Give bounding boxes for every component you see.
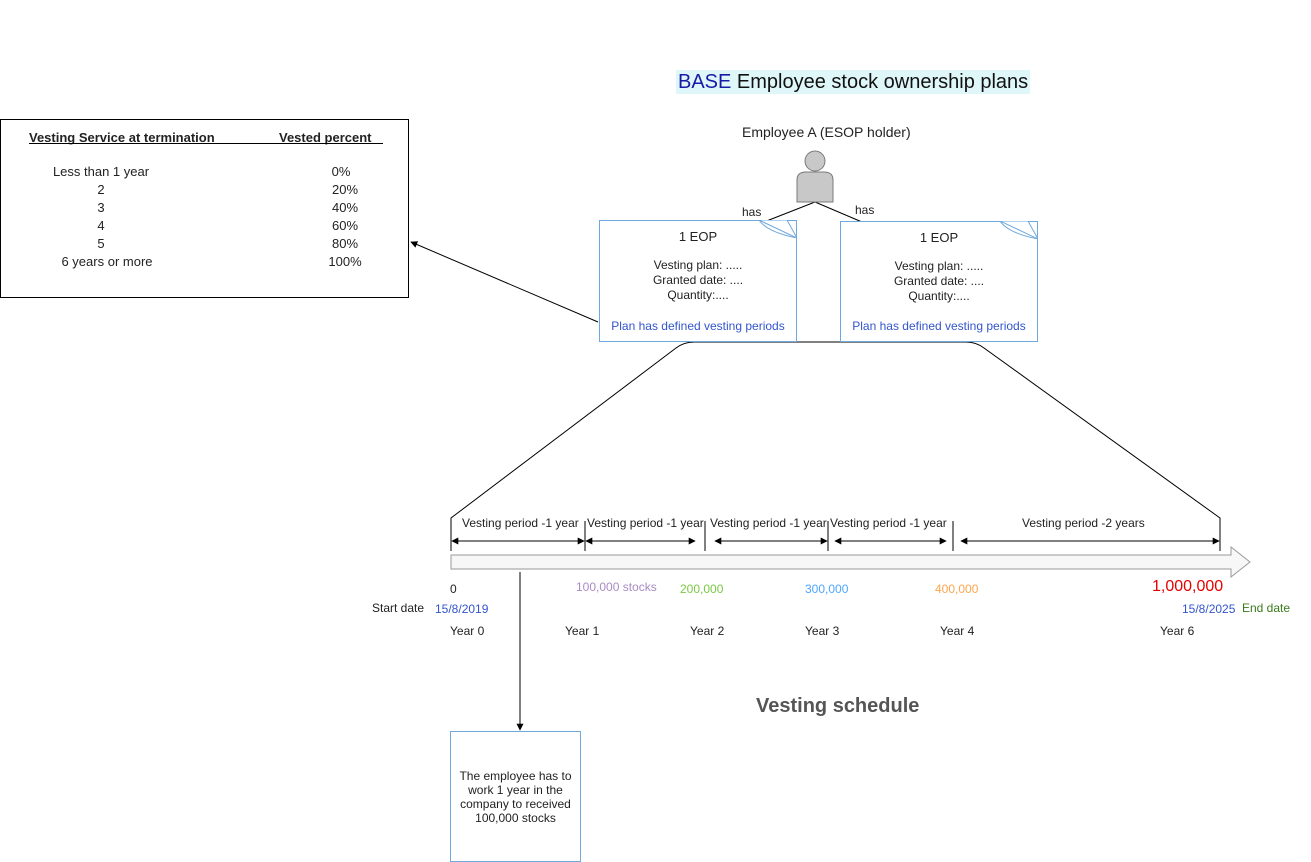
title-brand: BASE (678, 71, 732, 93)
plan-field: Granted date: .... (652, 273, 744, 287)
stock-value: 0 (450, 582, 457, 596)
table-cell-percent: 80% (331, 236, 359, 251)
has-connector-right (814, 201, 863, 223)
plan-field: Vesting plan: ..... (894, 259, 984, 273)
year-label: Year 2 (690, 624, 725, 638)
table-cell-service: 6 years or more (61, 254, 153, 269)
table-cell-service: 5 (97, 236, 105, 251)
period-label: Vesting period -2 years (1022, 516, 1145, 530)
has-connector-left (763, 201, 816, 223)
period-label: Vesting period -1 year (830, 516, 947, 530)
page-title: BASE Employee stock ownership plans (676, 70, 1031, 94)
timeline-arrow (450, 545, 1251, 579)
person-icon (796, 150, 834, 208)
plan-name: 1 EOP (919, 230, 959, 245)
plan-name: 1 EOP (678, 229, 718, 244)
end-date-label: End date (1242, 601, 1291, 615)
header-divider (29, 143, 383, 144)
title-text: Employee stock ownership plans (736, 71, 1029, 93)
note-box: The employee has to work 1 year in the c… (450, 731, 581, 862)
page-fold-icon (1000, 221, 1038, 239)
period-label: Vesting period -1 year (710, 516, 827, 530)
year-label: Year 1 (565, 624, 600, 638)
table-cell-service: 3 (97, 200, 105, 215)
table-cell-percent: 60% (331, 218, 359, 233)
start-date-label: Start date (372, 601, 425, 615)
plan-card-1: 1 EOP Vesting plan: ..... Granted date: … (599, 220, 797, 342)
table-cell-service: 2 (97, 182, 105, 197)
plan-card-2: 1 EOP Vesting plan: ..... Granted date: … (840, 221, 1038, 342)
table-cell-percent: 40% (331, 200, 359, 215)
year-label: Year 3 (805, 624, 840, 638)
page-fold-icon (759, 220, 797, 238)
stock-value: 200,000 (680, 582, 724, 596)
table-cell-percent: 20% (331, 182, 359, 197)
plan-field: Vesting plan: ..... (653, 258, 743, 272)
table-cell-service: 4 (97, 218, 105, 233)
table-header-percent: Vested percent (279, 130, 372, 145)
note-text: The employee has to work 1 year in the c… (459, 768, 572, 825)
relation-label-right: has (855, 203, 875, 217)
year-label: Year 0 (450, 624, 485, 638)
table-cell-service: Less than 1 year (52, 164, 150, 179)
period-label: Vesting period -1 year (462, 516, 579, 530)
holder-label: Employee A (ESOP holder) (742, 124, 911, 140)
plan-to-table-arrow (410, 241, 599, 323)
plan-field: Quantity:.... (908, 289, 970, 303)
relation-label-left: has (742, 205, 762, 219)
plan-footer: Plan has defined vesting periods (611, 319, 785, 333)
year-label: Year 6 (1160, 624, 1195, 638)
zoom-outline (450, 341, 1221, 522)
stock-value: 300,000 (805, 582, 849, 596)
vesting-table: Vesting Service at termination Vested pe… (0, 119, 409, 298)
table-header-service: Vesting Service at termination (29, 130, 215, 145)
table-cell-percent: 100% (328, 254, 362, 269)
period-label: Vesting period -1 year (587, 516, 704, 530)
plan-field: Quantity:.... (667, 288, 729, 302)
end-date: 15/8/2025 (1182, 602, 1236, 616)
start-date: 15/8/2019 (435, 602, 489, 616)
year-label: Year 4 (940, 624, 975, 638)
plan-field: Granted date: .... (893, 274, 985, 288)
stock-value: 100,000 stocks (576, 580, 657, 594)
plan-footer: Plan has defined vesting periods (852, 319, 1026, 333)
stock-value: 1,000,000 (1152, 578, 1224, 595)
stock-value: 400,000 (935, 582, 979, 596)
schedule-title: Vesting schedule (756, 695, 920, 717)
table-cell-percent: 0% (331, 164, 351, 179)
